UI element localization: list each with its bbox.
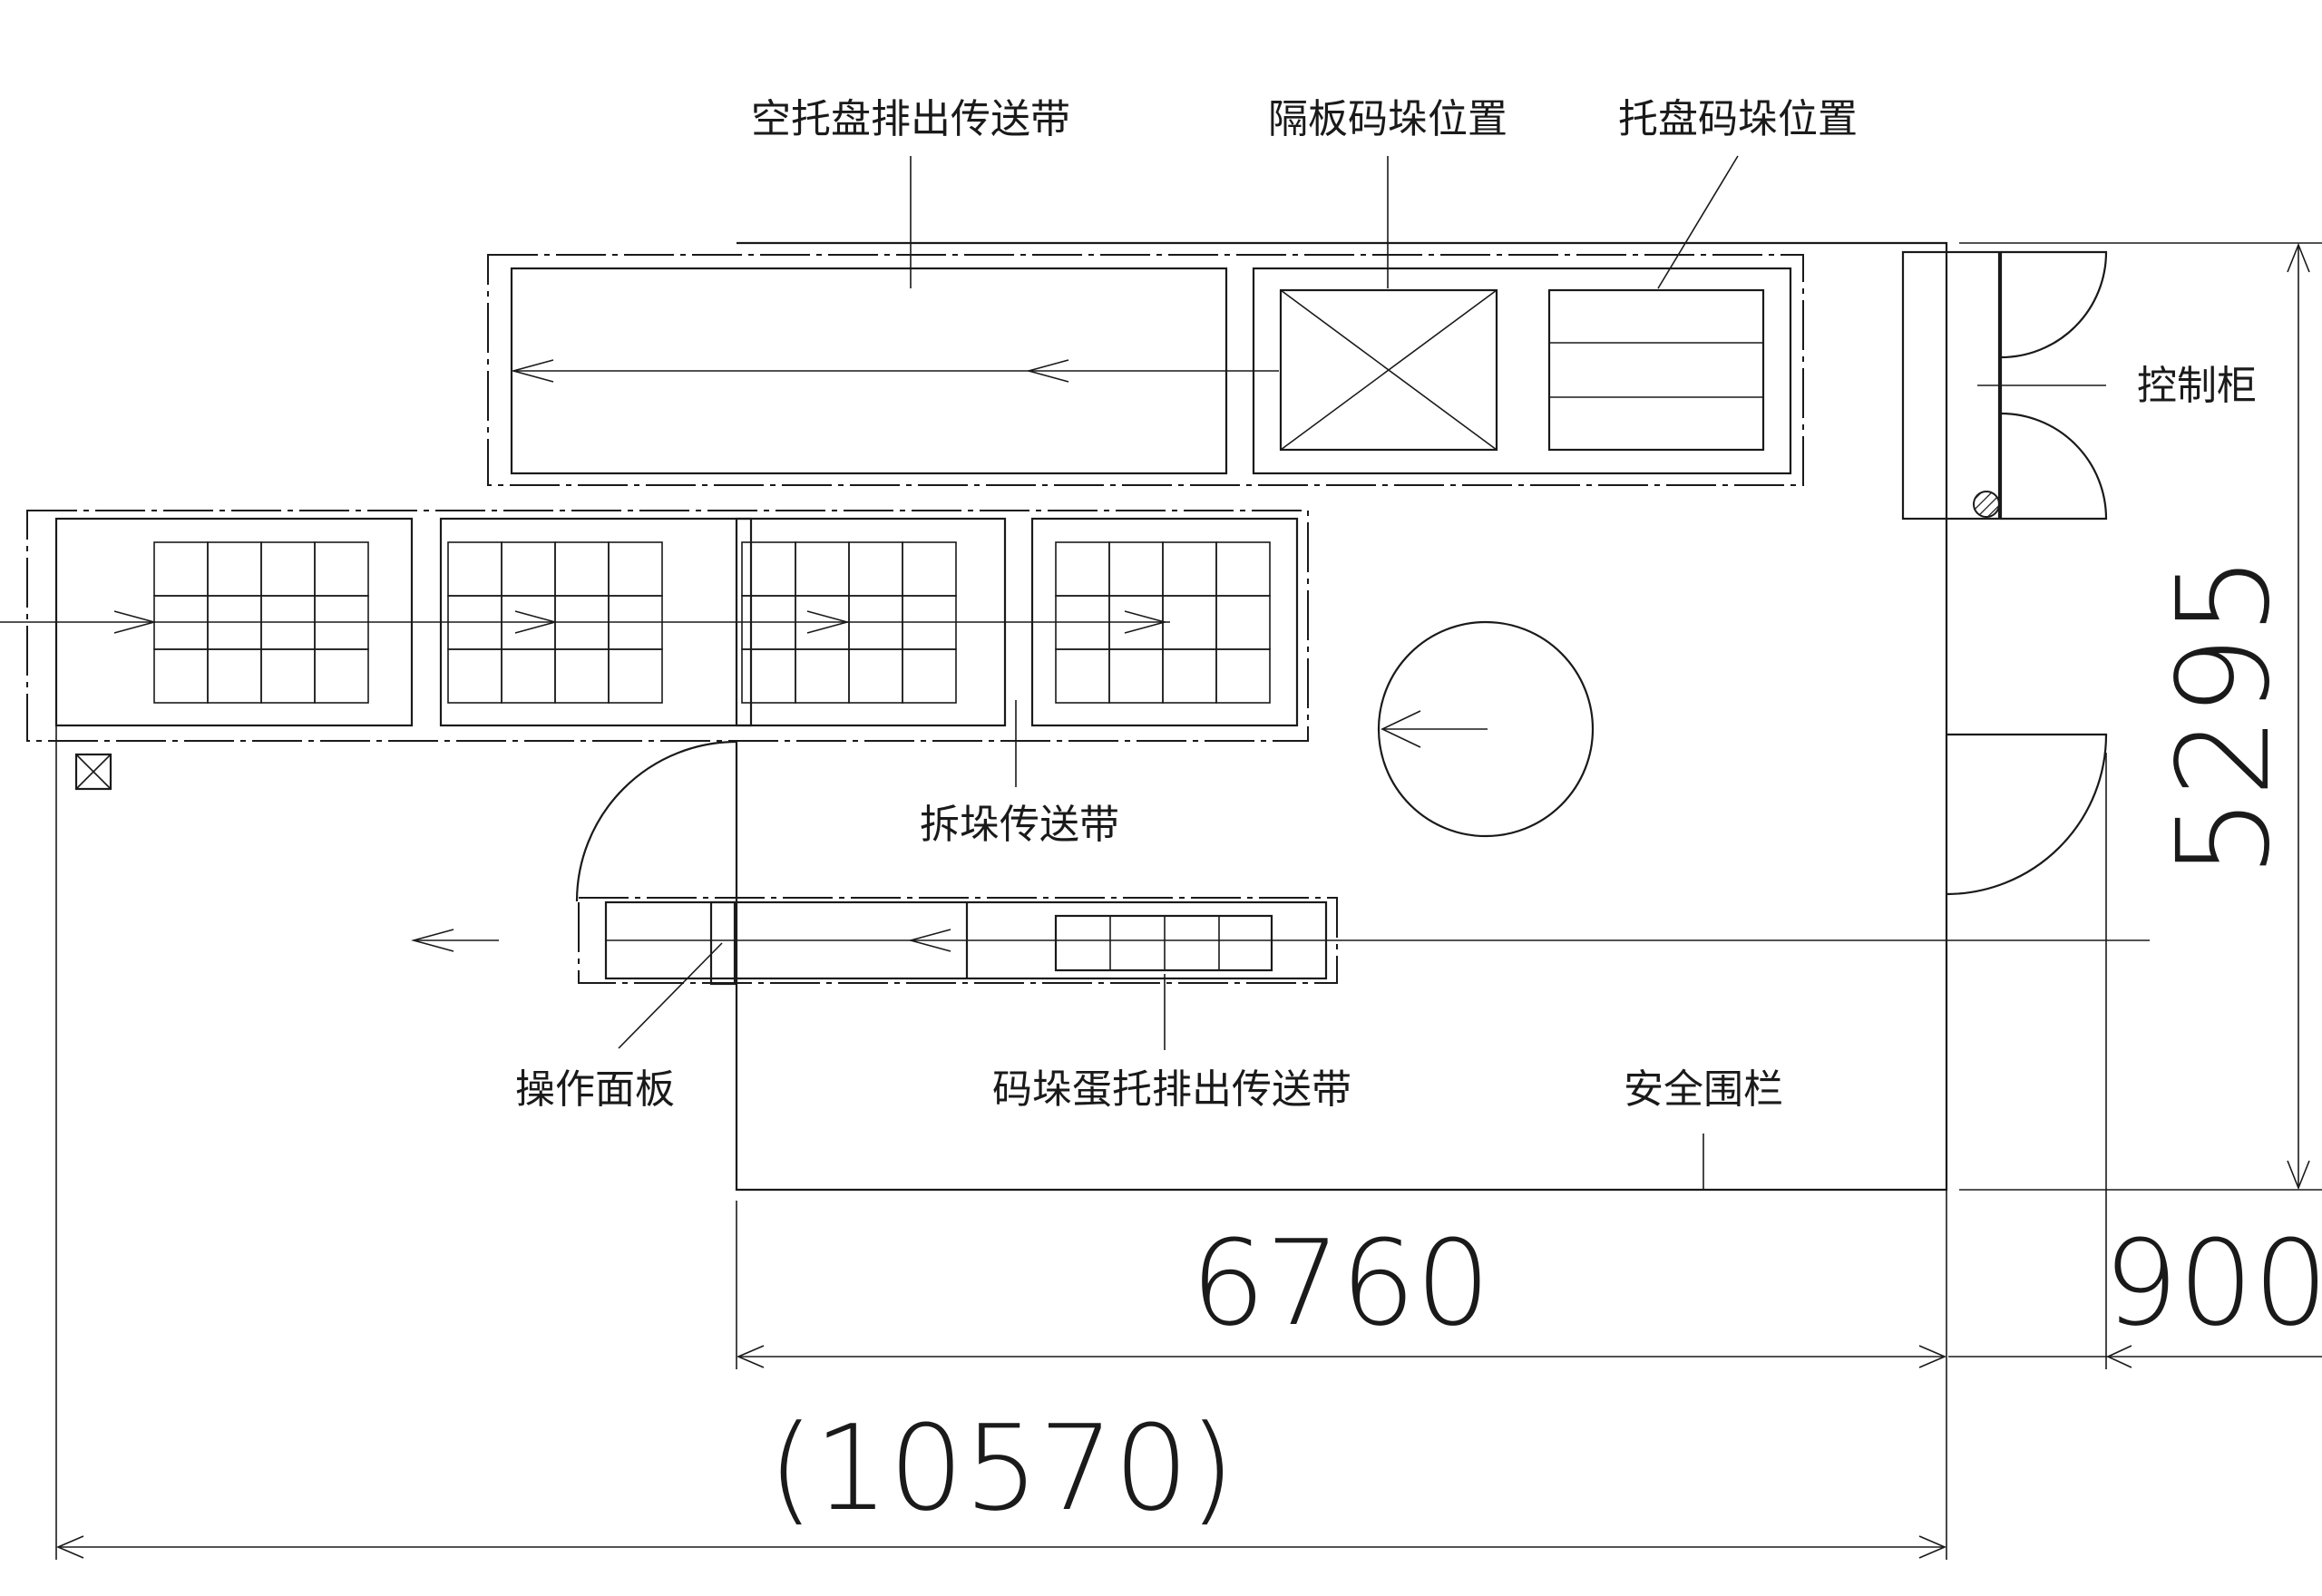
egg-tray-cell [902,541,957,597]
flow-arrow-icon [806,610,851,634]
flow-arrow-icon [510,359,554,383]
egg-tray-grids [153,541,1271,704]
dim-fence-width-value: 6760 [1191,1214,1491,1352]
egg-tray-cell [902,648,957,704]
egg-tray-cell [260,541,316,597]
egg-tray-cell [1162,648,1217,704]
flow-arrow-icon [1025,359,1069,383]
pallet-stack-position [1547,288,1765,452]
fence-door-right [1946,733,2108,896]
egg-tray-output-conveyor [410,897,2150,986]
flow-arrow-icon [1124,610,1168,634]
dim-height-value: 5295 [2151,555,2298,878]
separator-stack-position [1279,288,1498,452]
egg-tray [1055,541,1271,704]
empty-pallet-conveyor [487,254,1804,486]
egg-tray-cell [608,648,663,704]
egg-tray-cell [795,648,850,704]
dimension-total-length: (10570) [55,725,1947,1560]
egg-tray-cell [501,541,556,597]
egg-tray-cell [848,541,903,597]
egg-tray-cell [207,648,262,704]
dimension-height: 5295 [1959,242,2322,1191]
egg-tray-cell [501,648,556,704]
control-cabinet [1901,250,2108,521]
dimension-fence-width: 6760 [736,1190,1947,1560]
egg-tray-cell [795,541,850,597]
egg-tray-cell [207,541,262,597]
egg-tray-cell [1162,541,1217,597]
egg-tray-cell [260,648,316,704]
egg-tray-cell [1162,595,1217,650]
egg-tray-cell [1108,648,1164,704]
egg-tray [153,541,369,704]
egg-tray-cell [1055,648,1110,704]
egg-tray-cell [608,541,663,597]
label-empty-pallet-conveyor: 空托盘排出传送带 [751,96,1070,142]
egg-tray-cell [153,648,209,704]
egg-tray-cell [1215,595,1271,650]
egg-tray-cell [314,541,369,597]
egg-tray-cell [554,541,610,597]
dim-total-length-value: (10570) [768,1399,1235,1537]
junction-box-icon [74,753,112,791]
egg-tray-cell [741,541,796,597]
depalletizing-conveyor [0,510,1309,742]
label-depalletizing-conveyor: 拆垛传送带 [920,802,1119,848]
leader-lines [618,155,1739,1190]
dimension-door-width: 900 [1948,753,2322,1369]
label-pallet-stack: 托盘码垛位置 [1618,96,1858,142]
label-control-cabinet: 控制柜 [2137,363,2257,409]
egg-tray-cell [1055,541,1110,597]
egg-tray-cell [314,648,369,704]
flow-arrow-icon [1381,710,1421,748]
flow-arrow-icon [410,929,454,952]
robot-working-range [1377,620,1595,838]
egg-tray-cell [1215,648,1271,704]
egg-tray-cell [741,648,796,704]
egg-tray [741,541,957,704]
egg-tray-cell [1215,541,1271,597]
flow-arrow-icon [907,929,951,952]
egg-tray-cell [153,541,209,597]
label-operation-panel: 操作面板 [515,1066,675,1113]
label-egg-tray-output-conveyor: 码垛蛋托排出传送带 [992,1066,1351,1113]
egg-tray-cell [1108,541,1164,597]
ground-terminal-icon [1973,491,2000,518]
label-safety-fence: 安全围栏 [1624,1066,1783,1113]
egg-tray-cell [447,541,502,597]
egg-tray [447,541,663,704]
fence-door-left [575,740,737,902]
egg-tray-cell [848,648,903,704]
dim-door-width-value: 900 [2103,1214,2322,1352]
egg-tray-cell [447,648,502,704]
safety-fence [735,241,1948,1192]
egg-tray-cell [554,648,610,704]
label-separator-stack: 隔板码垛位置 [1268,96,1507,142]
